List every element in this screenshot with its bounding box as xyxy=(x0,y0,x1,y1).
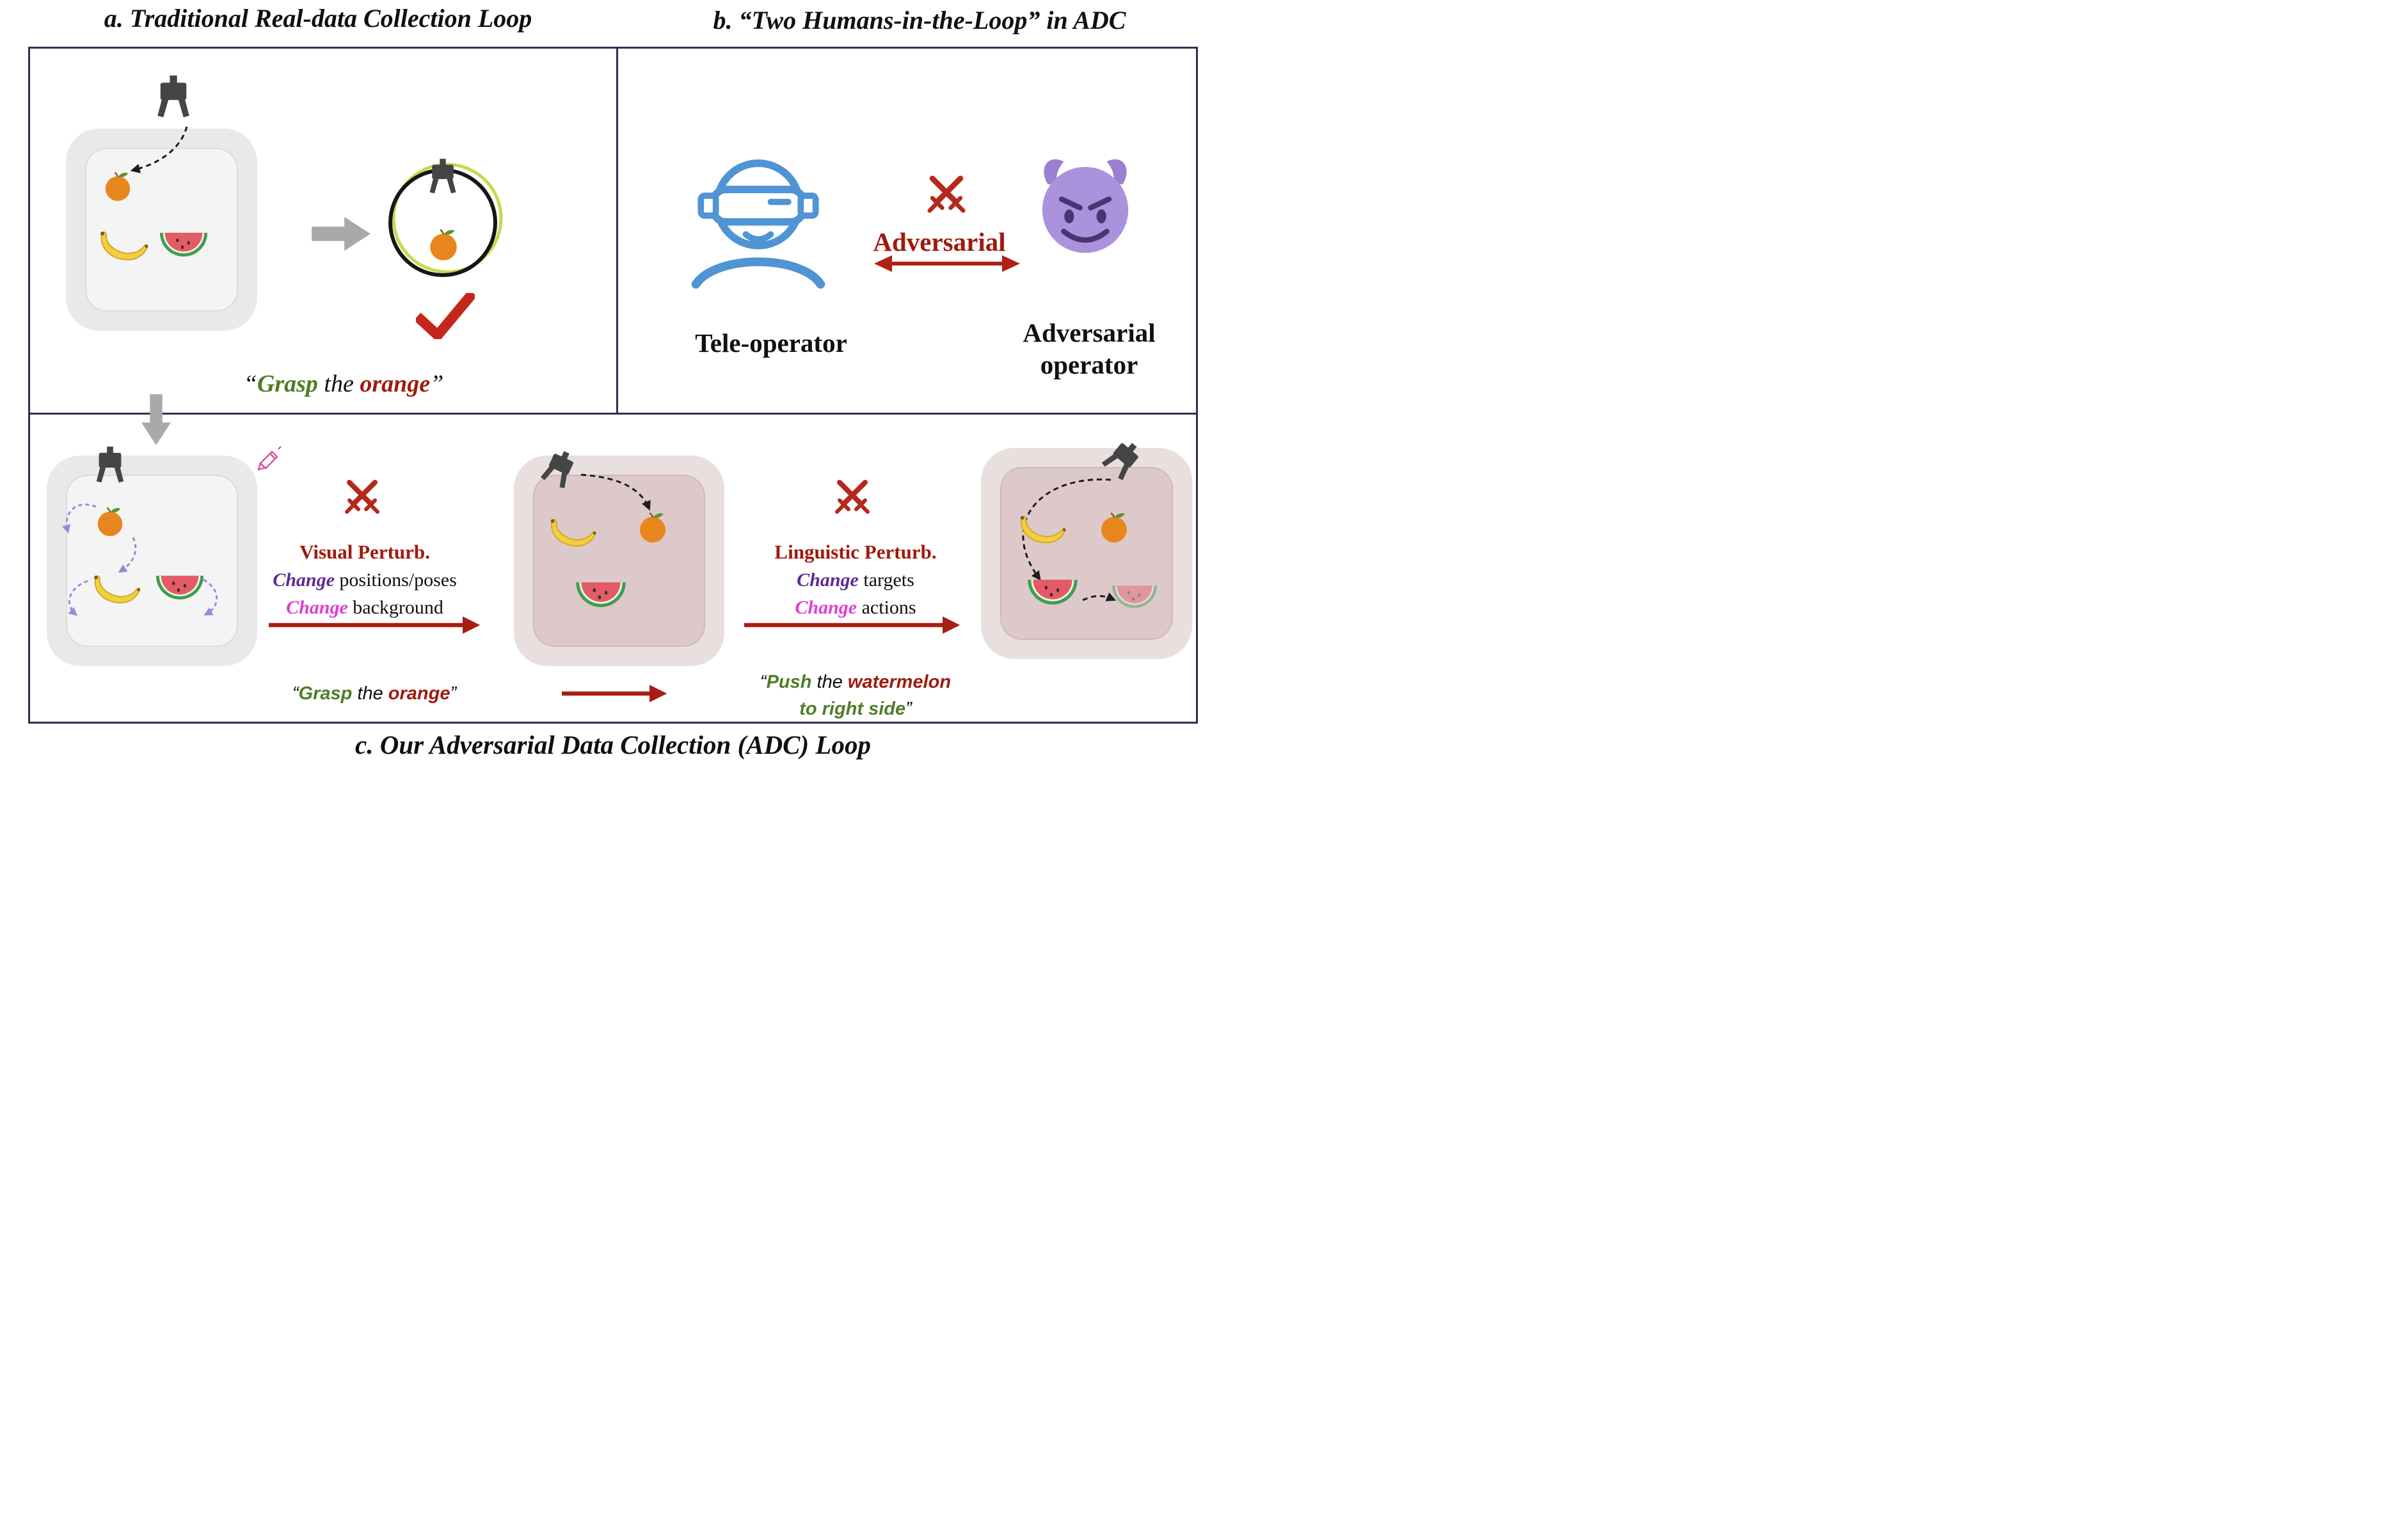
close-quote: ” xyxy=(430,370,444,397)
gripper-icon-2 xyxy=(92,447,129,486)
change-word: Change xyxy=(797,569,859,591)
banana-icon-2 xyxy=(91,568,141,607)
instruction-verb: Push xyxy=(766,672,812,692)
tray-visual-source-surface xyxy=(66,475,238,647)
adversarial-label: Adversarial xyxy=(873,227,1006,257)
visual-perturb-title: Visual Perturb. xyxy=(299,541,430,563)
instruction-verb: Grasp xyxy=(298,683,353,704)
orange-in-view-icon xyxy=(427,227,460,262)
change-word: Change xyxy=(795,597,857,618)
close-quote: ” xyxy=(905,699,912,719)
panel-a-title: a. Traditional Real-data Collection Loop xyxy=(104,4,532,33)
checkmark-icon xyxy=(416,293,475,339)
change-rest: actions xyxy=(857,597,916,618)
tray-visual-source xyxy=(47,456,257,666)
instruction-object: orange xyxy=(388,683,450,704)
devil-icon xyxy=(1032,150,1139,257)
orange-icon xyxy=(102,170,133,202)
adversarial-operator-label-line2: operator xyxy=(1040,350,1138,379)
instruction-push-line1: “Push the watermelon xyxy=(760,672,951,693)
vr-teleoperator-icon xyxy=(683,142,833,292)
linguistic-perturb-title: Linguistic Perturb. xyxy=(774,541,937,563)
gripper-icon xyxy=(152,75,195,122)
visual-change-line2: Change background xyxy=(286,597,443,619)
figure-canvas: a. Traditional Real-data Collection Loop… xyxy=(0,0,1203,770)
tray-original-surface xyxy=(85,148,238,312)
banana-icon xyxy=(97,224,148,264)
pencil-edit-icon xyxy=(254,444,283,473)
change-rest: background xyxy=(347,597,443,618)
change-rest: positions/poses xyxy=(334,569,457,591)
crossed-swords-icon-linguistic xyxy=(832,476,873,517)
gripper-in-view-icon xyxy=(425,159,461,197)
instruction-verb: Grasp xyxy=(257,370,318,397)
adversarial-operator-label-line1: Adversarial xyxy=(1023,318,1156,347)
watermelon-icon xyxy=(157,228,210,259)
tele-operator-label: Tele-operator xyxy=(695,328,847,358)
visual-change-line1: Change positions/poses xyxy=(273,569,457,591)
banana-icon-4 xyxy=(1017,509,1066,546)
change-rest: targets xyxy=(858,569,914,591)
panel-b-title: b. “Two Humans-in-the-Loop” in ADC xyxy=(713,6,1126,35)
instruction-mid: the xyxy=(352,683,388,704)
panel-outer-border xyxy=(28,47,1198,724)
tray-linguistic-result-surface xyxy=(1000,467,1173,640)
instruction-object: watermelon xyxy=(847,672,952,692)
instruction-mid: the xyxy=(811,672,848,692)
change-word: Change xyxy=(273,569,335,591)
orange-icon-2 xyxy=(95,505,125,537)
watermelon-icon-2 xyxy=(154,571,206,602)
instruction-tail: to right side xyxy=(799,699,906,719)
tray-linguistic-result xyxy=(981,448,1192,659)
linguistic-change-line1: Change targets xyxy=(797,569,914,591)
change-word: Change xyxy=(286,597,348,618)
orange-icon-4 xyxy=(1098,511,1130,544)
panel-divider-vertical xyxy=(616,47,618,415)
instruction-push-line2: to right side” xyxy=(799,699,912,720)
close-quote: ” xyxy=(450,683,457,704)
linguistic-change-line2: Change actions xyxy=(795,597,916,619)
watermelon-icon-4 xyxy=(1025,575,1080,607)
panel-divider-horizontal xyxy=(28,413,1198,415)
arrow-down-icon xyxy=(141,390,171,449)
arrow-right-icon xyxy=(312,217,370,251)
tray-perturbed-surface xyxy=(533,475,705,647)
crossed-swords-icon-visual xyxy=(342,476,383,517)
tray-perturbed xyxy=(514,456,724,666)
open-quote: “ xyxy=(760,672,767,692)
crossed-swords-icon xyxy=(924,171,969,216)
instruction-object: orange xyxy=(360,370,431,397)
orange-icon-3 xyxy=(637,511,669,544)
instruction-mid: the xyxy=(317,370,360,397)
open-quote: “ xyxy=(292,683,299,704)
banana-icon-3 xyxy=(548,512,596,550)
watermelon-icon-3 xyxy=(573,577,628,610)
open-quote: “ xyxy=(243,370,257,397)
panel-c-caption: c. Our Adversarial Data Collection (ADC)… xyxy=(355,730,871,759)
instruction-grasp-orange-small: “Grasp the orange” xyxy=(292,683,456,704)
watermelon-ghost-icon xyxy=(1110,581,1159,610)
instruction-grasp-orange: “Grasp the orange” xyxy=(244,370,444,398)
